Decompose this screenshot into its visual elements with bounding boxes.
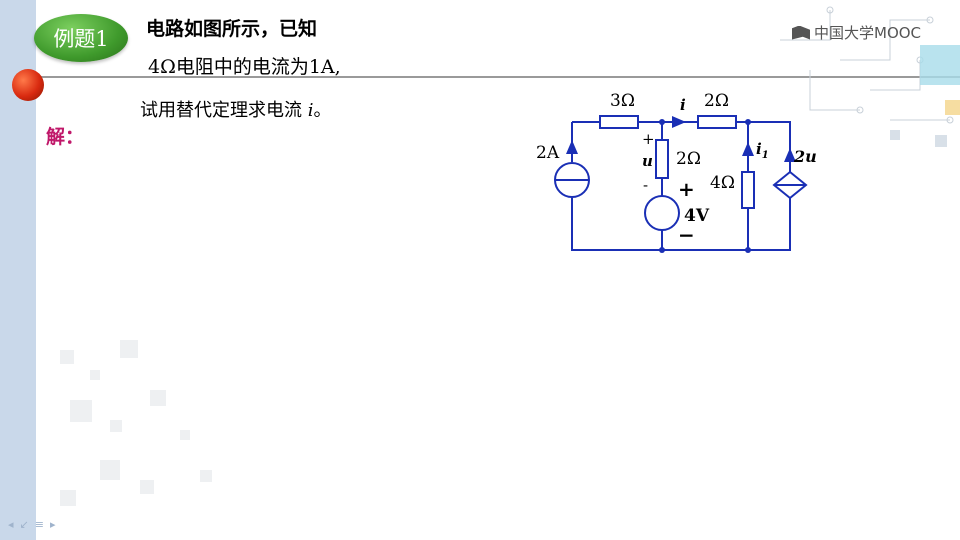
wire-bottom — [571, 198, 791, 251]
label-current-i: i — [680, 96, 686, 114]
label-plus-small: + — [642, 130, 655, 148]
label-minus-bold: − — [678, 223, 695, 247]
node-top-mid — [659, 119, 665, 125]
resistor-3ohm — [599, 115, 639, 129]
resistor-2ohm-mid — [655, 139, 669, 179]
label-i1-sub: 1 — [762, 150, 769, 161]
arrow-i1-icon — [742, 142, 754, 156]
label-plus-bold: + — [678, 177, 695, 201]
arrow-2a-icon — [566, 140, 578, 154]
mooc-logo: 中国大学MOOC — [792, 22, 921, 43]
arrow-2u-icon — [784, 148, 796, 162]
dependent-source-2u — [772, 170, 808, 200]
node-top-right — [745, 119, 751, 125]
circuit-diagram: 3Ω 2Ω i 2Ω 4Ω 2A 4V 2u u + - + − i1 — [536, 91, 817, 253]
pixel-decoration — [60, 340, 212, 506]
label-4v: 4V — [684, 206, 710, 226]
resistor-2ohm-top — [697, 115, 737, 129]
problem-line-1: 电路如图所示，已知 — [146, 18, 318, 40]
problem-line-3-prefix: 试用替代定理求电流 — [140, 100, 308, 121]
label-2u: 2u — [793, 147, 817, 166]
problem-line-2: 4Ω电阻中的电流为1A, — [148, 56, 341, 78]
red-bullet-icon — [12, 69, 44, 101]
label-4ohm: 4Ω — [710, 173, 735, 193]
mooc-logo-text: 中国大学MOOC — [814, 24, 922, 42]
next-arrow-icon[interactable]: ▸ — [49, 518, 56, 531]
label-i1-main: i — [756, 140, 762, 158]
circuit-board-decoration — [780, 6, 960, 147]
title-divider — [36, 76, 960, 78]
back-arrow-icon[interactable]: ↙ — [19, 518, 29, 531]
node-bottom-mid — [659, 247, 665, 253]
solution-label: 解： — [46, 126, 85, 148]
arrow-i-icon — [672, 116, 686, 128]
voltage-source-4v — [644, 195, 680, 231]
mooc-logo-icon — [792, 25, 810, 40]
prev-arrow-icon[interactable]: ◂ — [8, 518, 14, 531]
problem-line-3-var: i — [307, 100, 314, 121]
node-bottom-right — [745, 247, 751, 253]
label-2ohm-top: 2Ω — [704, 91, 729, 111]
label-i1: i1 — [756, 140, 769, 161]
example-badge: 例题1 — [34, 14, 128, 62]
wire-top-right — [736, 121, 791, 172]
menu-icon[interactable]: ≡ — [34, 518, 44, 531]
resistor-4ohm — [741, 171, 755, 209]
label-3ohm: 3Ω — [610, 91, 635, 111]
nav-arrow-icons: ◂ ↙ ≡ ▸ — [8, 518, 56, 531]
problem-line-3-suffix: 。 — [313, 100, 332, 121]
label-2a: 2A — [536, 143, 560, 163]
label-2ohm-mid: 2Ω — [676, 149, 701, 169]
label-minus-small: - — [643, 176, 648, 194]
label-u: u — [642, 152, 653, 170]
problem-line-3: 试用替代定理求电流 i。 — [140, 96, 332, 122]
